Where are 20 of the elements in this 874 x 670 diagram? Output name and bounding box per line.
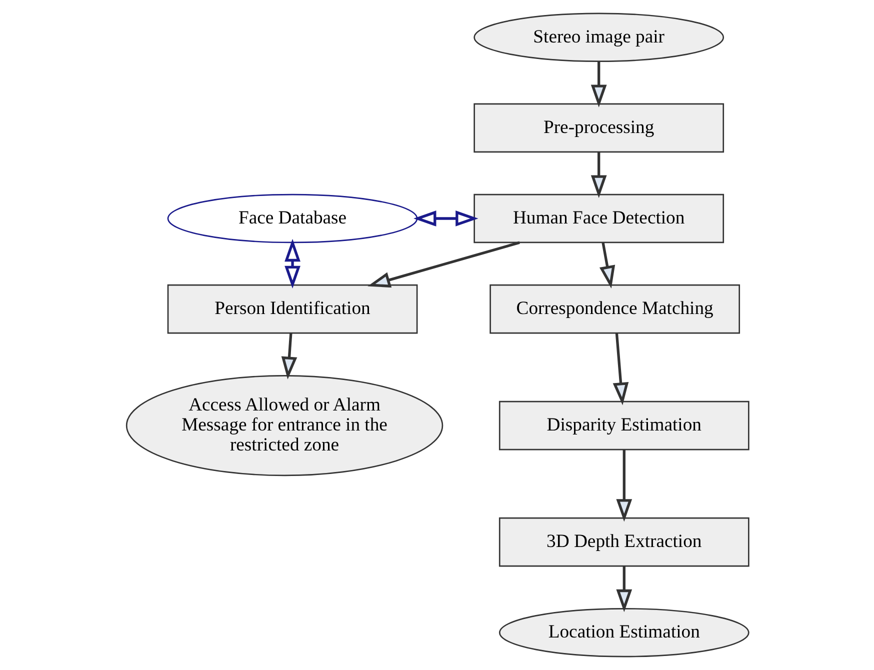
node-ellipse: Access Allowed or Alarm Message for entrance in the restricted zone — [125, 375, 443, 476]
node-box: Disparity Estimation — [498, 400, 749, 450]
arrow — [284, 238, 300, 288]
node-ellipse: Stereo image pair — [473, 12, 724, 62]
node-ellipse: Location Estimation — [498, 608, 749, 658]
arrow — [598, 242, 615, 288]
arrow — [590, 152, 606, 198]
node-box: Correspondence Matching — [489, 284, 740, 334]
arrow — [612, 333, 628, 406]
arrow — [616, 450, 632, 522]
node-box: Person Identification — [166, 284, 418, 334]
node-ellipse: Face Database — [166, 194, 418, 244]
node-box: 3D Depth Extraction — [498, 517, 749, 567]
arrow — [616, 566, 632, 612]
arrow — [590, 62, 606, 108]
arrow — [367, 241, 520, 288]
node-box: Pre-processing — [473, 103, 724, 153]
arrow — [280, 333, 297, 380]
arrow — [413, 210, 478, 226]
node-box: Human Face Detection — [473, 194, 724, 244]
